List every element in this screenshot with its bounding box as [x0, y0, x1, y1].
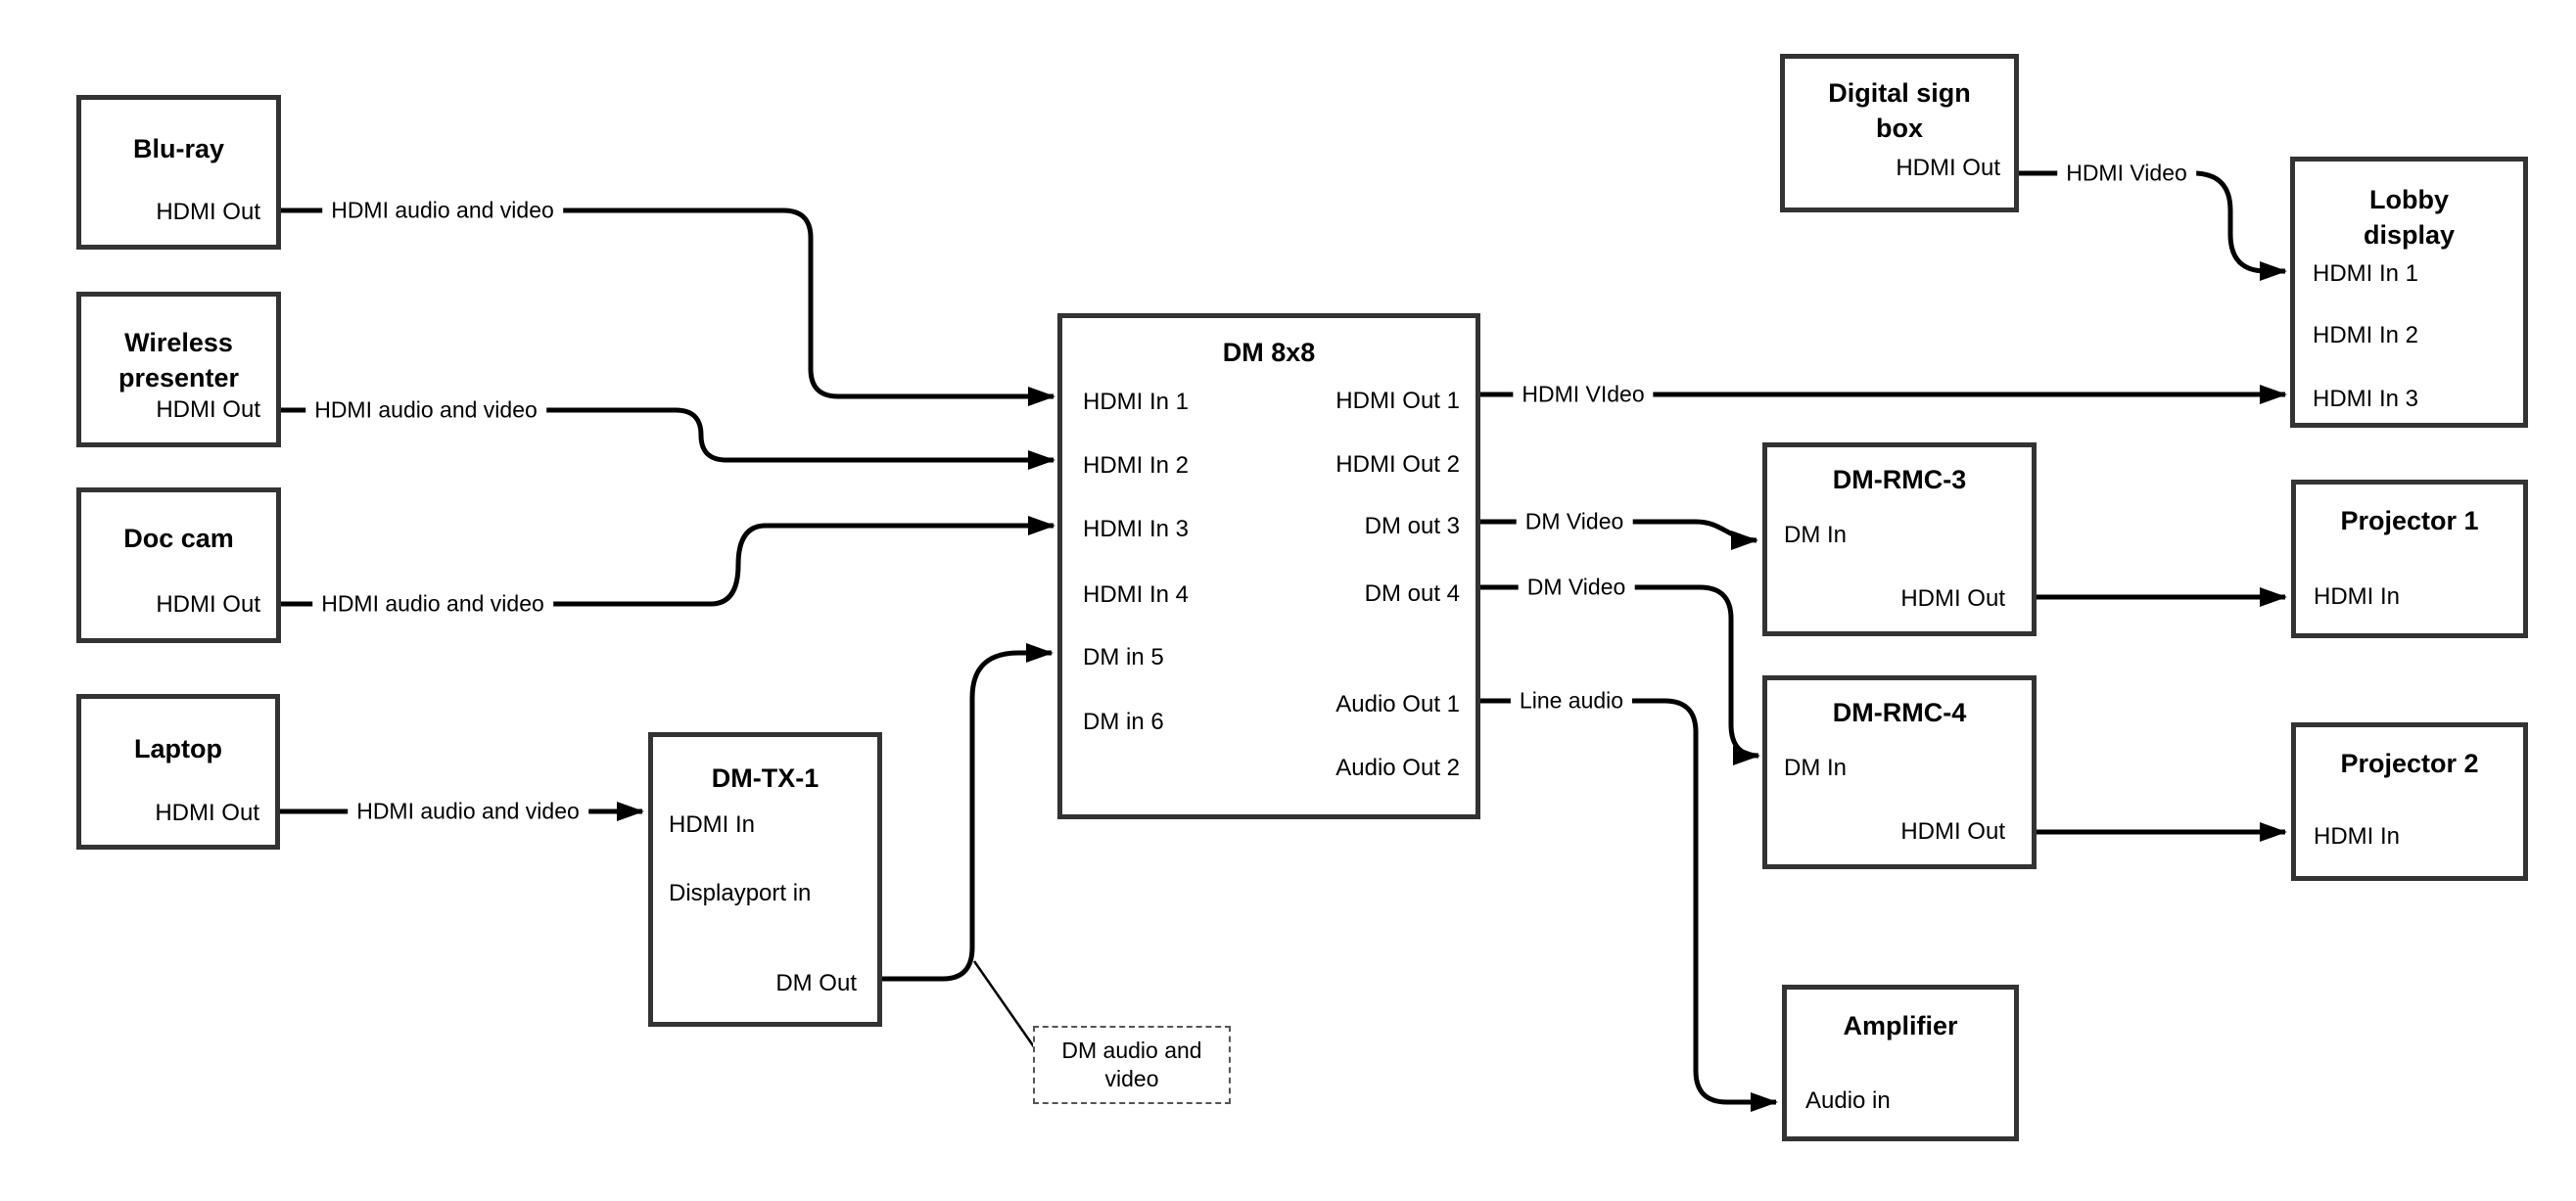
port-hdmi-out: HDMI Out — [156, 591, 260, 618]
node-wireless-presenter: Wireless presenter HDMI Out — [76, 292, 281, 447]
note-dm-audio-video: DM audio and video — [1033, 1026, 1231, 1104]
node-doc-cam: Doc cam HDMI Out — [76, 487, 281, 643]
node-dm-rmc-3: DM-RMC-3 DM In HDMI Out — [1762, 442, 2037, 636]
connector-doccam-to-dm8x8-in3 — [281, 516, 1055, 607]
port-hdmi-in-3: HDMI In 3 — [1083, 516, 1190, 542]
edge-label-dm-video-out4: DM Video — [1518, 573, 1635, 602]
node-lobby-display: Lobby display HDMI In 1 HDMI In 2 HDMI I… — [2290, 157, 2528, 428]
port-hdmi-in: HDMI In — [669, 811, 756, 838]
port-hdmi-out: HDMI Out — [1900, 585, 2005, 612]
connector-digitalsign-to-lobby-in1 — [2019, 170, 2287, 281]
port-dm-in-5: DM in 5 — [1083, 644, 1164, 670]
node-projector-1: Projector 1 HDMI In — [2291, 480, 2528, 638]
port-hdmi-out: HDMI Out — [155, 800, 259, 826]
node-title: Wireless presenter — [117, 328, 240, 393]
port-hdmi-in-1: HDMI In 1 — [1083, 389, 1190, 415]
port-hdmi-in: HDMI In — [2314, 823, 2401, 850]
port-hdmi-out: HDMI Out — [1896, 155, 2000, 181]
port-hdmi-out: HDMI Out — [156, 396, 260, 423]
node-dm-8x8-switcher: DM 8x8 HDMI In 1 HDMI In 2 HDMI In 3 HDM… — [1057, 313, 1480, 819]
port-hdmi-in: HDMI In — [2314, 583, 2401, 610]
connector-dm8x8-out3-to-dmrmc3 — [1480, 519, 1758, 550]
port-hdmi-out-2: HDMI Out 2 — [1335, 451, 1460, 478]
connector-dm8x8-out4-to-dmrmc4 — [1480, 584, 1760, 765]
node-digital-sign-box: Digital sign box HDMI Out — [1780, 54, 2019, 212]
port-hdmi-in-1: HDMI In 1 — [2313, 260, 2419, 287]
port-hdmi-in-2: HDMI In 2 — [2313, 322, 2419, 348]
node-title: Projector 1 — [2340, 506, 2479, 535]
node-title: Amplifier — [1843, 1011, 1958, 1040]
edge-label-doccam-hdmi-av: HDMI audio and video — [312, 589, 553, 619]
node-title: DM-TX-1 — [711, 763, 820, 793]
port-dm-in-6: DM in 6 — [1083, 709, 1164, 735]
port-hdmi-in-4: HDMI In 4 — [1083, 581, 1190, 608]
port-dm-in: DM In — [1784, 522, 1848, 548]
node-amplifier: Amplifier Audio in — [1782, 985, 2019, 1141]
edge-label-hdmi-video-out1: HDMI VIdeo — [1513, 380, 1654, 409]
connector-dm8x8-aout1-to-amplifier — [1480, 698, 1778, 1112]
port-hdmi-out: HDMI Out — [1900, 818, 2005, 845]
node-title: Projector 2 — [2340, 749, 2479, 778]
edge-label-laptop-hdmi-av: HDMI audio and video — [348, 797, 588, 826]
connector-dmtx1-to-dm8x8-in5 — [879, 643, 1054, 982]
port-hdmi-out: HDMI Out — [156, 199, 260, 225]
connector-bluray-to-dm8x8-in1 — [281, 208, 1055, 406]
edge-label-hdmi-video-sign: HDMI Video — [2057, 159, 2196, 188]
node-title: Laptop — [134, 734, 222, 763]
node-title: DM-RMC-3 — [1832, 465, 1967, 494]
edge-label-wireless-hdmi-av: HDMI audio and video — [305, 395, 546, 425]
port-dm-in: DM In — [1784, 755, 1848, 781]
port-dm-out: DM Out — [775, 970, 857, 996]
connector-wireless-to-dm8x8-in2 — [281, 407, 1055, 470]
port-hdmi-in-2: HDMI In 2 — [1083, 452, 1190, 479]
node-laptop: Laptop HDMI Out — [76, 694, 280, 850]
node-dm-tx-1: DM-TX-1 HDMI In Displayport in DM Out — [648, 732, 882, 1027]
port-audio-in: Audio in — [1805, 1087, 1891, 1114]
note-leader-line — [972, 960, 1037, 1049]
node-title: DM 8x8 — [1222, 338, 1316, 367]
node-title: Blu-ray — [132, 134, 225, 163]
node-dm-rmc-4: DM-RMC-4 DM In HDMI Out — [1762, 675, 2037, 869]
node-projector-2: Projector 2 HDMI In — [2291, 722, 2528, 881]
node-title: Digital sign box — [1828, 78, 1971, 143]
node-blu-ray: Blu-ray HDMI Out — [76, 95, 281, 250]
port-hdmi-out-1: HDMI Out 1 — [1335, 388, 1460, 414]
port-hdmi-in-3: HDMI In 3 — [2313, 386, 2419, 412]
node-title: Doc cam — [123, 524, 234, 553]
node-title: Lobby display — [2363, 185, 2456, 250]
edge-label-dm-video-out3: DM Video — [1516, 507, 1633, 536]
port-displayport-in: Displayport in — [669, 880, 812, 906]
port-dm-out-3: DM out 3 — [1364, 513, 1460, 539]
port-dm-out-4: DM out 4 — [1364, 580, 1460, 607]
edge-label-bluray-hdmi-av: HDMI audio and video — [322, 196, 563, 225]
node-title: DM-RMC-4 — [1832, 698, 1967, 727]
edge-label-line-audio: Line audio — [1510, 686, 1633, 716]
port-audio-out-2: Audio Out 2 — [1335, 755, 1460, 781]
port-audio-out-1: Audio Out 1 — [1335, 691, 1460, 717]
